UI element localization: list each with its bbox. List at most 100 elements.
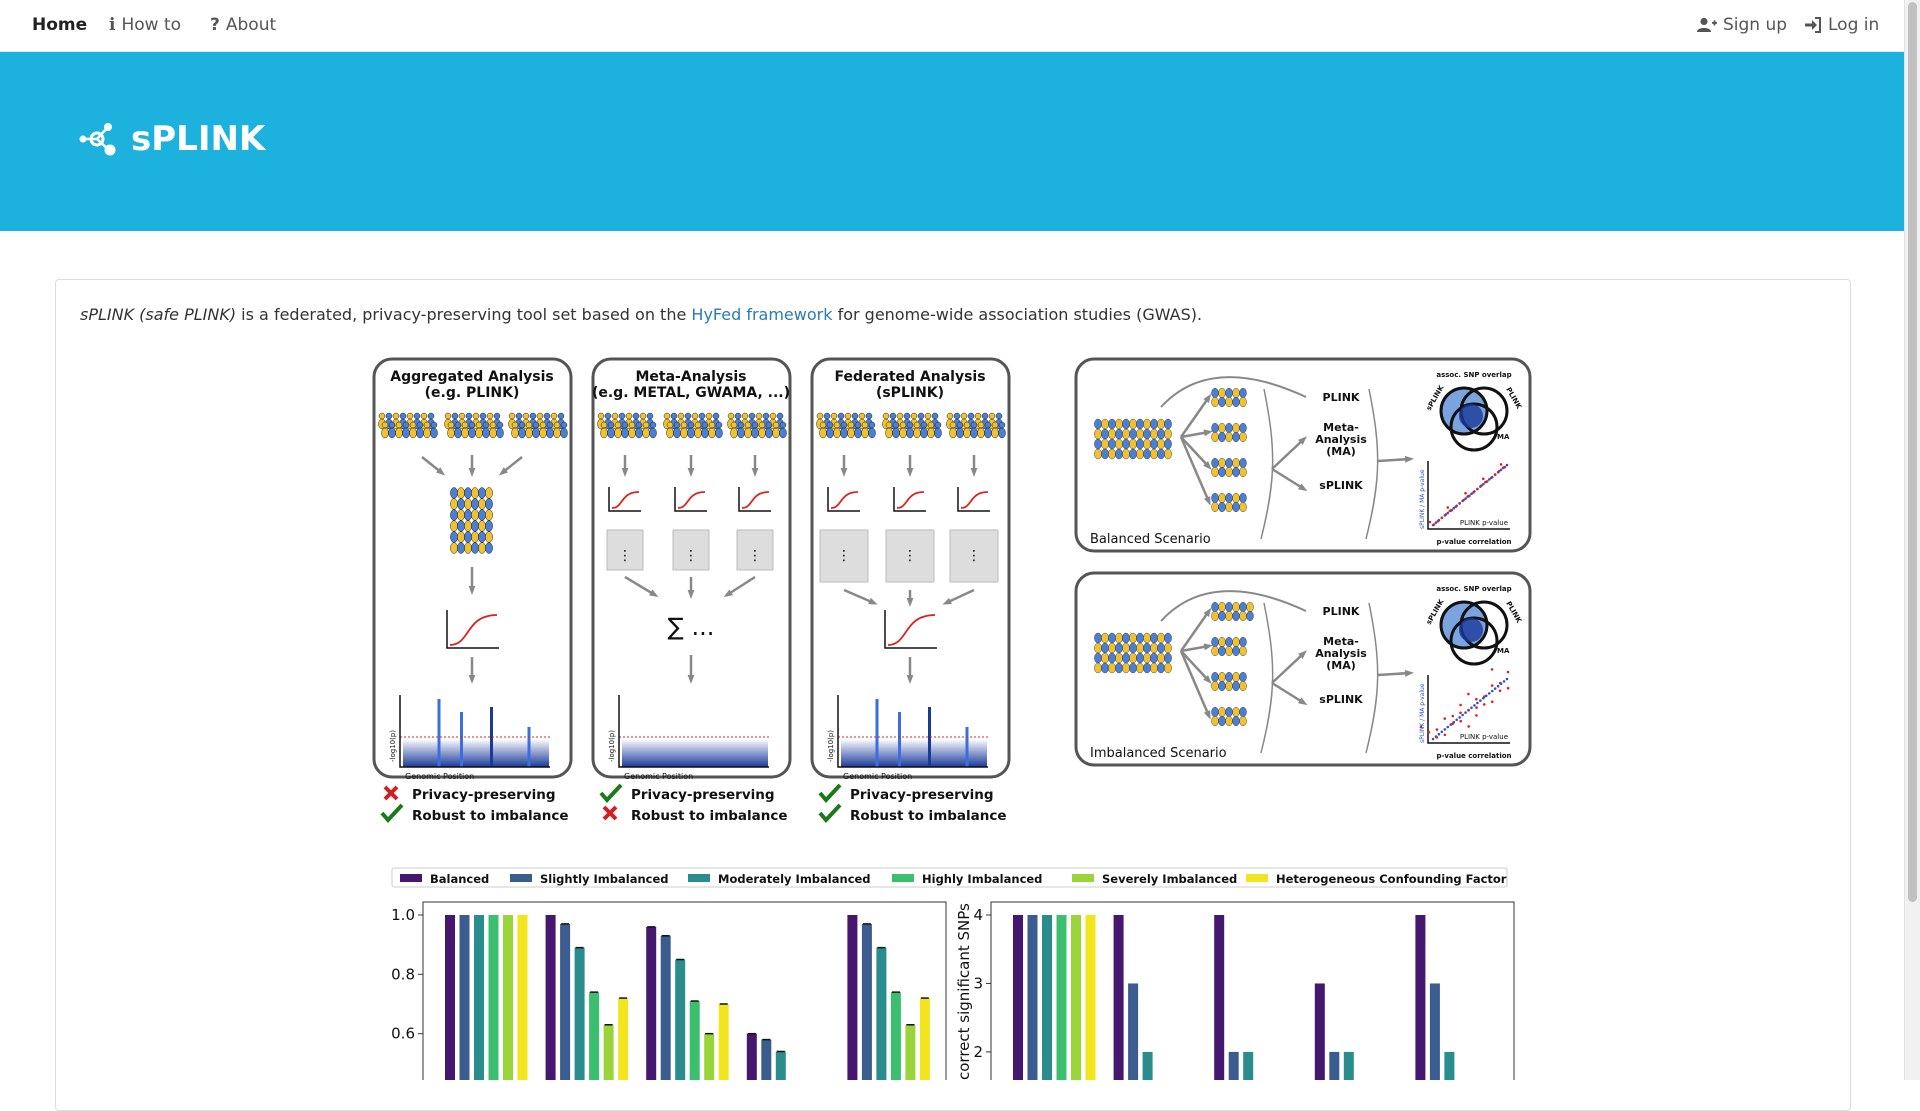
bar [474,915,484,1080]
legend-swatch [510,874,532,882]
svg-text:⋮: ⋮ [903,548,917,564]
arrow-head [1203,393,1212,403]
y-tick-label: 3 [973,974,983,992]
flow-arrow [1160,376,1307,408]
svg-text:sPLINK / MA p-value: sPLINK / MA p-value [1419,683,1426,743]
bar [1214,915,1225,1080]
regression-curve [611,491,640,509]
privacy-label: Privacy-preserving [850,787,994,803]
legend-swatch [400,874,422,882]
user-plus-icon [1697,17,1717,32]
bracket [1260,602,1274,754]
bar [675,959,686,1080]
bar [1444,1051,1455,1080]
arrow-head [751,468,759,477]
nav-how-to-label: How to [121,15,182,35]
approach-subtitle: (e.g. PLINK) [425,385,520,401]
flow-arrow [843,588,875,605]
brand-logo[interactable]: sPLINK [79,119,265,159]
legend-frame [391,867,1508,888]
method-splink: sPLINK [1319,479,1363,492]
hyfed-link[interactable]: HyFed framework [691,305,833,324]
axes-icon [893,487,926,512]
manhattan-ylabel: -log10(p) [608,730,616,762]
approach-title: Aggregated Analysis [390,369,553,385]
legend-label: Moderately Imbalanced [718,872,871,886]
axes-icon [446,610,499,649]
site-population-icon [1211,422,1247,442]
bar [445,915,455,1080]
bar [861,923,872,1080]
nav-log-in-label: Log in [1828,15,1880,35]
nav-sign-up[interactable]: Sign up [1697,15,1787,35]
legend-swatch [892,874,914,882]
nav-about-label: About [225,15,277,35]
page-scrollbar[interactable] [1904,0,1920,1080]
bar [488,915,499,1080]
panel-frame [1074,571,1532,767]
manhattan-ylabel: -log10(p) [827,730,835,762]
svg-text:sPLINK / MA p-value: sPLINK / MA p-value [1419,469,1426,529]
population-icon [378,412,438,439]
bar [1042,915,1052,1080]
bar [545,915,556,1080]
meta-sum-symbol: ∑ ... [668,613,715,641]
legend-label: Heterogeneous Confounding Factor [1276,872,1507,886]
population-icon [508,412,568,439]
scenario-label: Balanced Scenario [1090,532,1211,547]
bar [847,915,858,1080]
site-population-icon [1211,707,1247,727]
manhattan-plot: Genomic Position-log10(p) [608,695,769,781]
bar [1329,1051,1340,1080]
bracket [1365,388,1379,540]
arrow-head [1298,650,1307,659]
bar [1429,983,1440,1080]
pooled-population-icon [450,487,493,554]
bracket [1365,602,1379,754]
nav-how-to[interactable]: i How to [109,15,181,35]
arrow-head [723,589,733,598]
statistics-tables: ⋮⋮⋮ [819,529,999,583]
check-icon [818,803,842,823]
axes-icon [827,487,860,512]
flow-arrow [1377,671,1411,677]
scrollbar-thumb[interactable] [1908,2,1917,902]
manhattan-xlabel: Genomic Position [843,772,912,781]
arrow-head [468,675,476,684]
correlation-title: p-value correlation [1436,752,1511,760]
method-splink: sPLINK [1319,693,1363,706]
nav-home-label: Home [32,15,88,35]
svg-text:⋮: ⋮ [837,548,851,564]
flow-arrow [945,588,975,605]
population-icon [597,412,657,439]
info-icon: i [109,15,116,35]
arrow-head [649,589,659,598]
flow-arrow [1180,650,1210,682]
nav-about[interactable]: ? About [210,15,276,35]
nav-log-in[interactable]: Log in [1805,15,1879,35]
population-icon [663,412,723,439]
flow-arrow [1180,436,1210,468]
approach-panel: Meta-Analysis(e.g. METAL, GWAMA, ...)⋮⋮⋮… [591,357,792,824]
regression-curve [830,491,859,509]
bar [1071,915,1081,1080]
sign-in-icon [1805,17,1821,33]
legend-swatch [688,874,710,882]
robust-label: Robust to imbalance [412,808,569,824]
bar [1013,915,1023,1080]
method-meta-1: Meta- [1323,421,1359,434]
arrow-head [498,467,508,476]
arrow-head [1203,607,1212,617]
svg-text:⋮: ⋮ [748,548,762,564]
y-axis-label: correct significant SNPs [955,903,973,1080]
bar [746,1033,757,1080]
manhattan-xlabel: Genomic Position [405,772,474,781]
axes-icon [674,487,707,512]
flow-arrow [1160,590,1307,622]
bar [1056,915,1067,1080]
cohort-population-icon [1094,418,1172,460]
nav-home[interactable]: Home [32,15,87,35]
bar [919,998,930,1080]
arrow-head [468,586,476,595]
